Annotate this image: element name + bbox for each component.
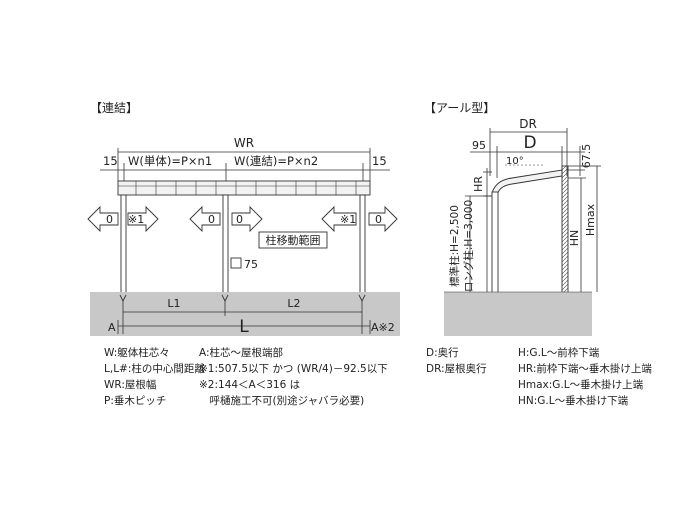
a-right-label: A※2 bbox=[371, 321, 395, 334]
legend-item: D:奥行 bbox=[426, 347, 459, 359]
legend-item: L,L#:柱の中心間距離 bbox=[104, 363, 205, 375]
legend-item: ※1:507.5以下 かつ (WR/4)－92.5以下 bbox=[199, 363, 388, 375]
l-dimensions bbox=[117, 300, 371, 334]
legend-item: DR:屋根奥行 bbox=[426, 363, 487, 375]
edge-right-label: 15 bbox=[372, 154, 387, 168]
legend-col-2: A:柱芯～屋根端部 ※1:507.5以下 かつ (WR/4)－92.5以下 ※2… bbox=[199, 345, 388, 409]
linked-front-view: 【連結】 WR 15 15 W(単体)=P×n1 W(連結)=P×n2 bbox=[87, 101, 400, 337]
l2-label: L2 bbox=[287, 297, 300, 310]
legend-item: HN:G.L～垂木掛け下端 bbox=[518, 395, 629, 407]
long-h-label: ロング柱:H=3,000 bbox=[462, 200, 475, 292]
zero-label-3: 0 bbox=[236, 213, 243, 226]
legend-item: WR:屋根幅 bbox=[104, 379, 157, 391]
ground-right bbox=[444, 292, 592, 336]
post-size-label: 75 bbox=[244, 258, 258, 271]
w-single-label: W(単体)=P×n1 bbox=[128, 154, 212, 168]
post-range-label: 柱移動範囲 bbox=[266, 233, 321, 247]
a-left-label: A bbox=[108, 321, 116, 334]
legend-item: P:垂木ピッチ bbox=[104, 395, 167, 407]
arched-roof bbox=[491, 169, 563, 194]
zero-label-1: 0 bbox=[106, 213, 113, 226]
legend-item: A:柱芯～屋根端部 bbox=[199, 347, 284, 359]
post-size-square bbox=[230, 257, 242, 269]
legend-item: W:躯体柱芯々 bbox=[104, 347, 170, 359]
zero-label-2: 0 bbox=[208, 213, 215, 226]
legend-col-4: H:G.L～前枠下端 HR:前枠下端～垂木掛け上端 Hmax:G.L～垂木掛け上… bbox=[518, 345, 652, 409]
d-label: D bbox=[523, 133, 536, 153]
front-post bbox=[491, 191, 499, 296]
wr-label: WR bbox=[234, 136, 254, 150]
legend-col-1: W:躯体柱芯々 L,L#:柱の中心間距離 WR:屋根幅 P:垂木ピッチ bbox=[104, 345, 205, 409]
note1-label-1: ※1 bbox=[128, 213, 144, 226]
legend-col-3: D:奥行 DR:屋根奥行 bbox=[426, 345, 487, 377]
posts bbox=[120, 194, 366, 296]
std-h-label: 標準柱:H=2,500 bbox=[448, 205, 461, 287]
hn-label: HN bbox=[568, 230, 581, 247]
arched-heading: 【アール型】 bbox=[424, 101, 495, 115]
ground bbox=[90, 292, 400, 336]
l-label: L bbox=[239, 317, 249, 337]
w-linked-label: W(連結)=P×n2 bbox=[234, 154, 318, 168]
post-range-box bbox=[258, 231, 328, 249]
legend-item: HR:前枠下端～垂木掛け上端 bbox=[518, 363, 652, 375]
w-dimension bbox=[100, 163, 390, 186]
linked-heading: 【連結】 bbox=[90, 101, 138, 115]
angle-label: 10° bbox=[506, 156, 524, 167]
hmax-label: Hmax bbox=[584, 203, 597, 236]
legend-item: 呼樋施工不可(別途ジャバラ必要) bbox=[199, 395, 365, 407]
hr-label: HR bbox=[472, 176, 485, 192]
legend-item: H:G.L～前枠下端 bbox=[518, 347, 600, 359]
arched-side-view: 【アール型】 DR D 95 67.5 10° bbox=[424, 101, 601, 336]
dr-label: DR bbox=[519, 117, 537, 131]
legend-item: ※2:144＜A＜316 は bbox=[199, 379, 301, 391]
v67-label: 67.5 bbox=[580, 144, 593, 169]
legend-item: Hmax:G.L～垂木掛け上端 bbox=[518, 379, 644, 391]
roof-beam bbox=[117, 180, 371, 196]
zero-label-4: 0 bbox=[375, 213, 382, 226]
v95-label: 95 bbox=[472, 139, 486, 152]
note1-label-2: ※1 bbox=[340, 213, 356, 226]
wr-dimension bbox=[117, 148, 371, 182]
l1-label: L1 bbox=[167, 297, 180, 310]
edge-left-label: 15 bbox=[103, 154, 118, 168]
post-move-arrows bbox=[87, 205, 398, 233]
